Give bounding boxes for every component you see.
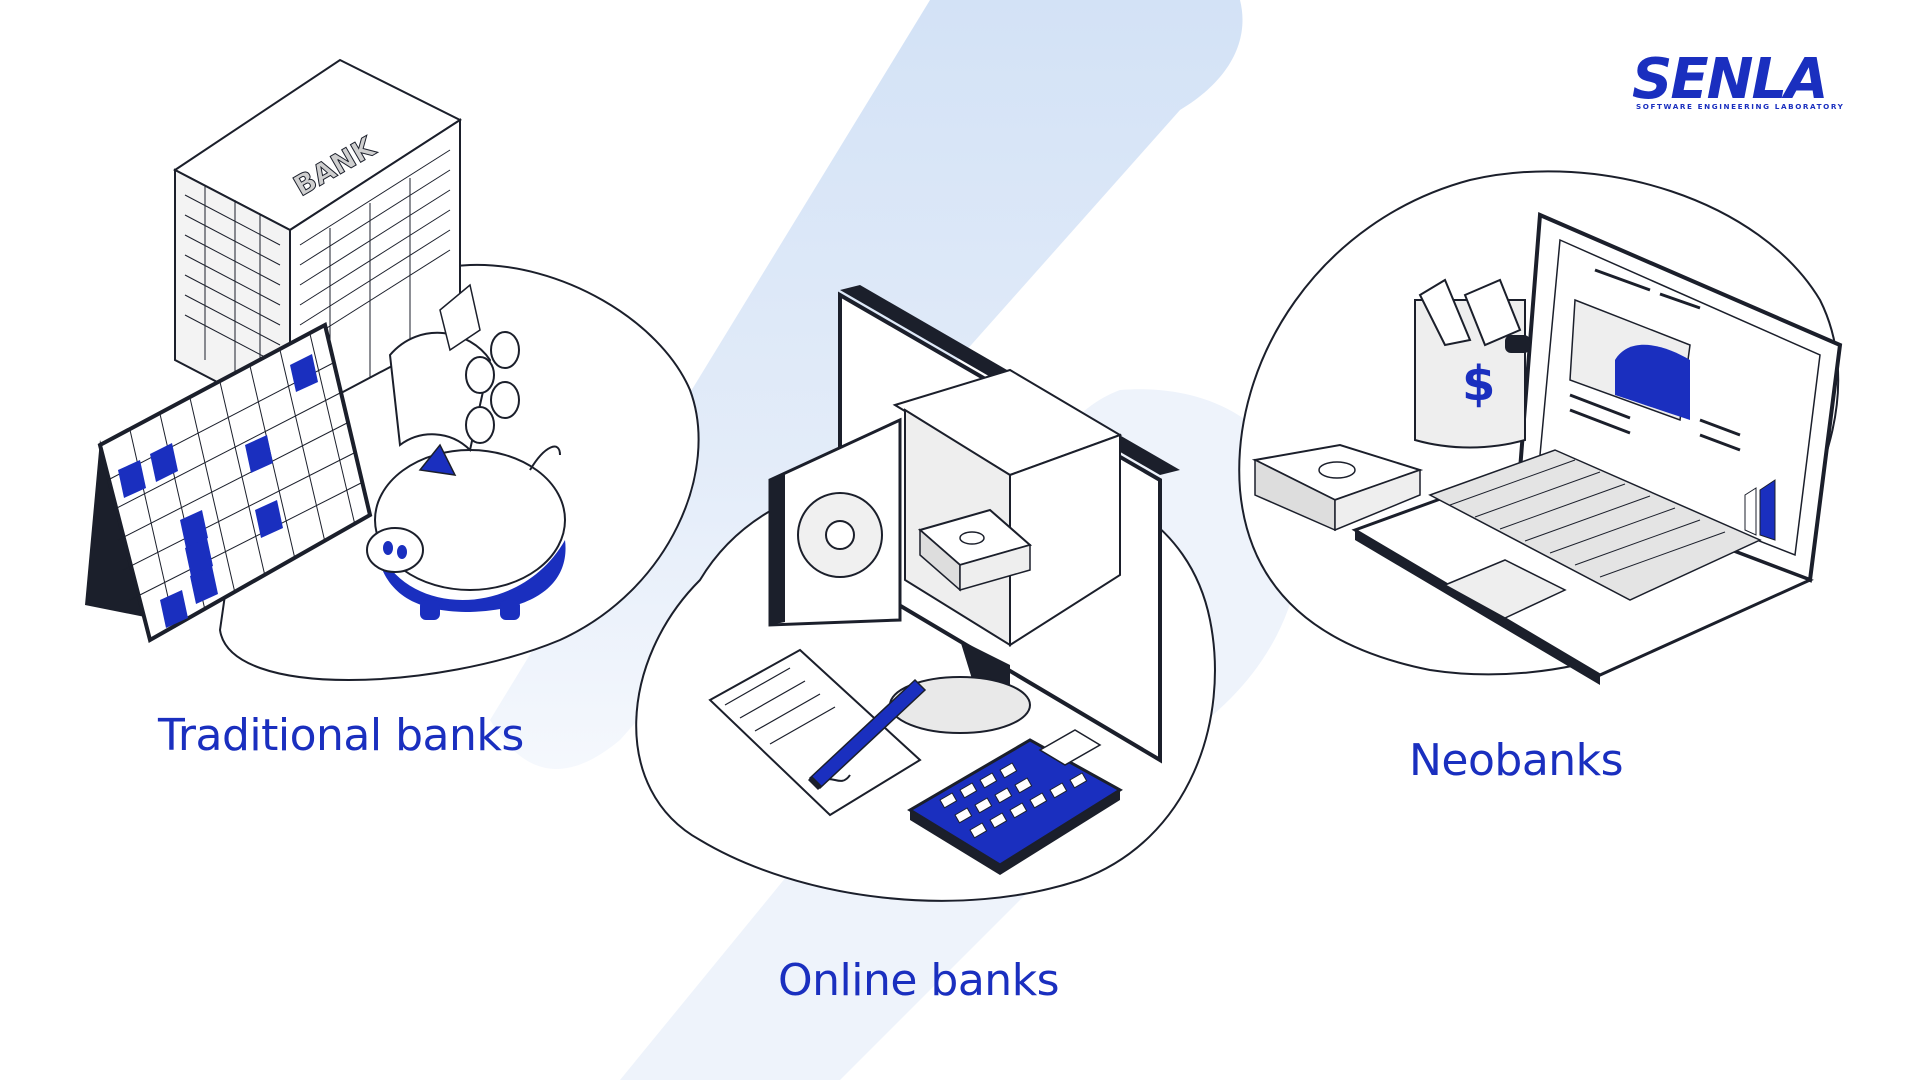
neobanks-label: Neobanks bbox=[1409, 735, 1624, 786]
traditional-banks-label: Traditional banks bbox=[158, 710, 524, 761]
wallet-dollar-sign: $ bbox=[1462, 356, 1495, 412]
receipt-coins-icon bbox=[388, 283, 520, 452]
monitor-safe-icon bbox=[768, 285, 1180, 764]
logo-tagline: SOFTWARE ENGINEERING LABORATORY bbox=[1636, 102, 1845, 111]
laptop-wallet-icon: $ bbox=[1251, 212, 1843, 685]
logo-wordmark: SENLA bbox=[1632, 47, 1828, 112]
piggy-bank-icon bbox=[366, 443, 566, 620]
senla-logo: SENLA SOFTWARE ENGINEERING LABORATORY bbox=[1632, 50, 1858, 120]
calculator-icon bbox=[907, 729, 1123, 875]
calendar-icon bbox=[85, 322, 373, 644]
document-pen-icon bbox=[708, 648, 927, 817]
online-banks-label: Online banks bbox=[778, 955, 1060, 1006]
